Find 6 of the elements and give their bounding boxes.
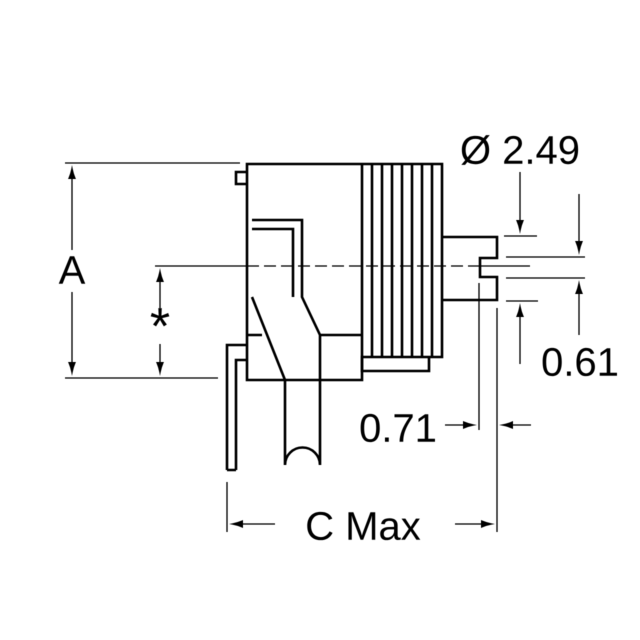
dimension-label: A: [58, 256, 86, 284]
dimension-label: C Max: [307, 512, 420, 540]
dimension-label: Ø 2.49: [461, 135, 578, 165]
dimension-label: *: [150, 308, 170, 326]
dimension-label: 0.61: [542, 348, 617, 376]
dimension-label: 0.71: [360, 414, 435, 442]
